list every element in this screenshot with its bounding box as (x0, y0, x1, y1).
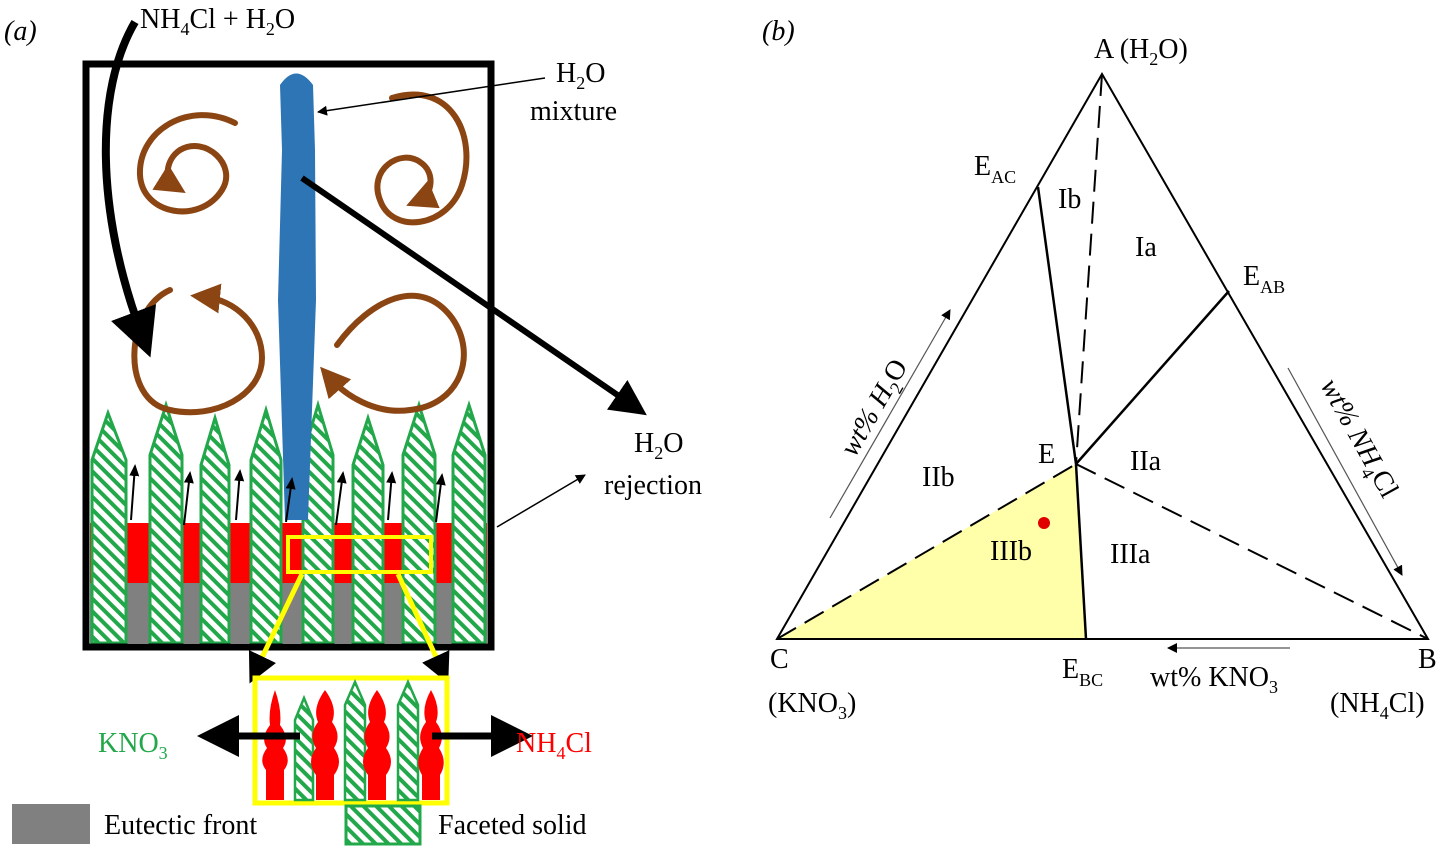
region-IIa: IIa (1130, 446, 1162, 477)
legend: Eutectic front Faceted solid (12, 804, 587, 846)
kno3-label: KNO3 (98, 728, 168, 763)
mixture-label-line1: H2O (556, 58, 605, 93)
crystal (401, 400, 437, 645)
mixture-label-line2: mixture (530, 96, 617, 127)
inset-crystals (293, 678, 420, 802)
E-label: E (1038, 439, 1055, 470)
axis-label-right: wt% NH4Cl (1310, 373, 1404, 505)
vertex-C-name: C (770, 644, 789, 675)
E-BC-label: EBC (1062, 654, 1103, 690)
solid-boundaries (1036, 186, 1230, 640)
swirl-mid-left (131, 283, 266, 416)
vertex-C-formula: (KNO3) (768, 688, 856, 723)
region-IIb: IIb (922, 462, 955, 493)
zoom-connector-right (395, 572, 450, 684)
axis-label-bottom: wt% KNO3 (1150, 662, 1278, 697)
growth-arrows (129, 464, 446, 526)
axis-label-left: wt% H2O (834, 354, 917, 464)
rejection-pointer (496, 474, 586, 528)
inflow-label: NH4Cl + H2O (140, 4, 295, 39)
E-AB-label: EAB (1243, 261, 1285, 297)
crystal (351, 413, 385, 645)
crystal (199, 412, 231, 645)
region-IIIa: IIIa (1110, 539, 1151, 570)
vertex-A-label: A (H2O) (1094, 34, 1188, 69)
legend-label-faceted: Faceted solid (438, 810, 587, 841)
E-AC-label: EAC (974, 151, 1016, 187)
legend-swatch-eutectic (12, 804, 90, 844)
mixture-pointer (317, 77, 546, 116)
panel-a-label: (a) (4, 16, 37, 47)
container (82, 60, 495, 651)
crystal (90, 408, 128, 645)
swirl-top-right (374, 91, 470, 226)
nh4cl-label: NH4Cl (516, 728, 592, 763)
inset-dendrites (262, 690, 444, 800)
crystal (451, 400, 487, 645)
rejection-label-line2: rejection (604, 470, 702, 501)
zoom-connector-left (248, 572, 305, 684)
vertex-B-formula: (NH4Cl) (1330, 688, 1425, 723)
axis-arrow-right (1287, 367, 1403, 576)
region-Ib: Ib (1058, 184, 1081, 215)
ternary-triangle (775, 71, 1430, 640)
region-Ia: Ia (1135, 232, 1157, 263)
rejection-label-line1: H2O (634, 428, 683, 463)
zoom-box (286, 535, 433, 574)
legend-label-eutectic: Eutectic front (104, 810, 257, 841)
swirl-top-left (136, 112, 238, 215)
swirl-mid-right (320, 292, 467, 414)
inflow-arrow (101, 19, 157, 358)
h2o-plume (278, 73, 316, 520)
vertex-B-name: B (1418, 644, 1437, 675)
panel-b-label: (b) (762, 16, 795, 47)
zoom-inset (197, 675, 533, 806)
region-IIIb: IIIb (990, 536, 1032, 567)
crystal (249, 404, 283, 645)
panel-a: (a) (4, 4, 702, 846)
panel-b: (b) A (H2O) C (KNO3) B (762, 16, 1437, 723)
dashed-boundaries (776, 73, 1429, 640)
legend-swatch-faceted (344, 804, 422, 846)
crystal (148, 400, 184, 645)
composition-point (1038, 517, 1050, 529)
region-IIIb-shading (777, 464, 1086, 639)
axis-arrow-left (829, 309, 951, 519)
rejection-arrow (300, 175, 647, 416)
